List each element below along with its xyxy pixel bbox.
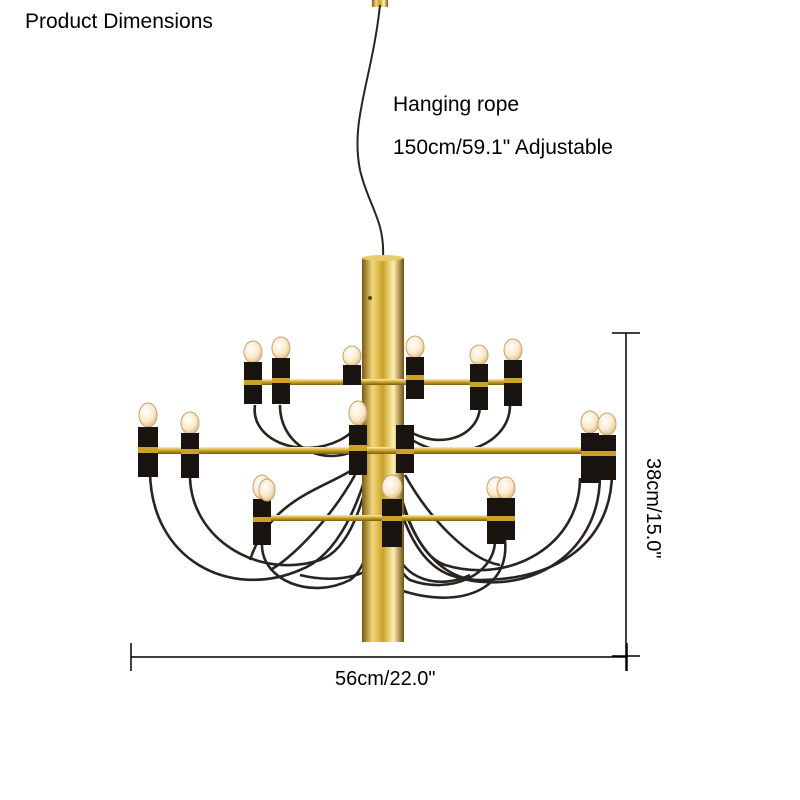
ceiling-canopy [372, 0, 388, 7]
hanging-rope-label: Hanging rope [393, 93, 520, 116]
page-title: Product Dimensions [25, 10, 213, 33]
bulbs [138, 335, 617, 547]
width-dimension-label: 56cm/22.0" [335, 668, 436, 690]
hanging-rope-length: 150cm/59.1" Adjustable [393, 136, 613, 159]
width-dimension-line [130, 643, 628, 671]
hanging-rope [356, 4, 385, 259]
height-dimension-line [612, 332, 640, 671]
